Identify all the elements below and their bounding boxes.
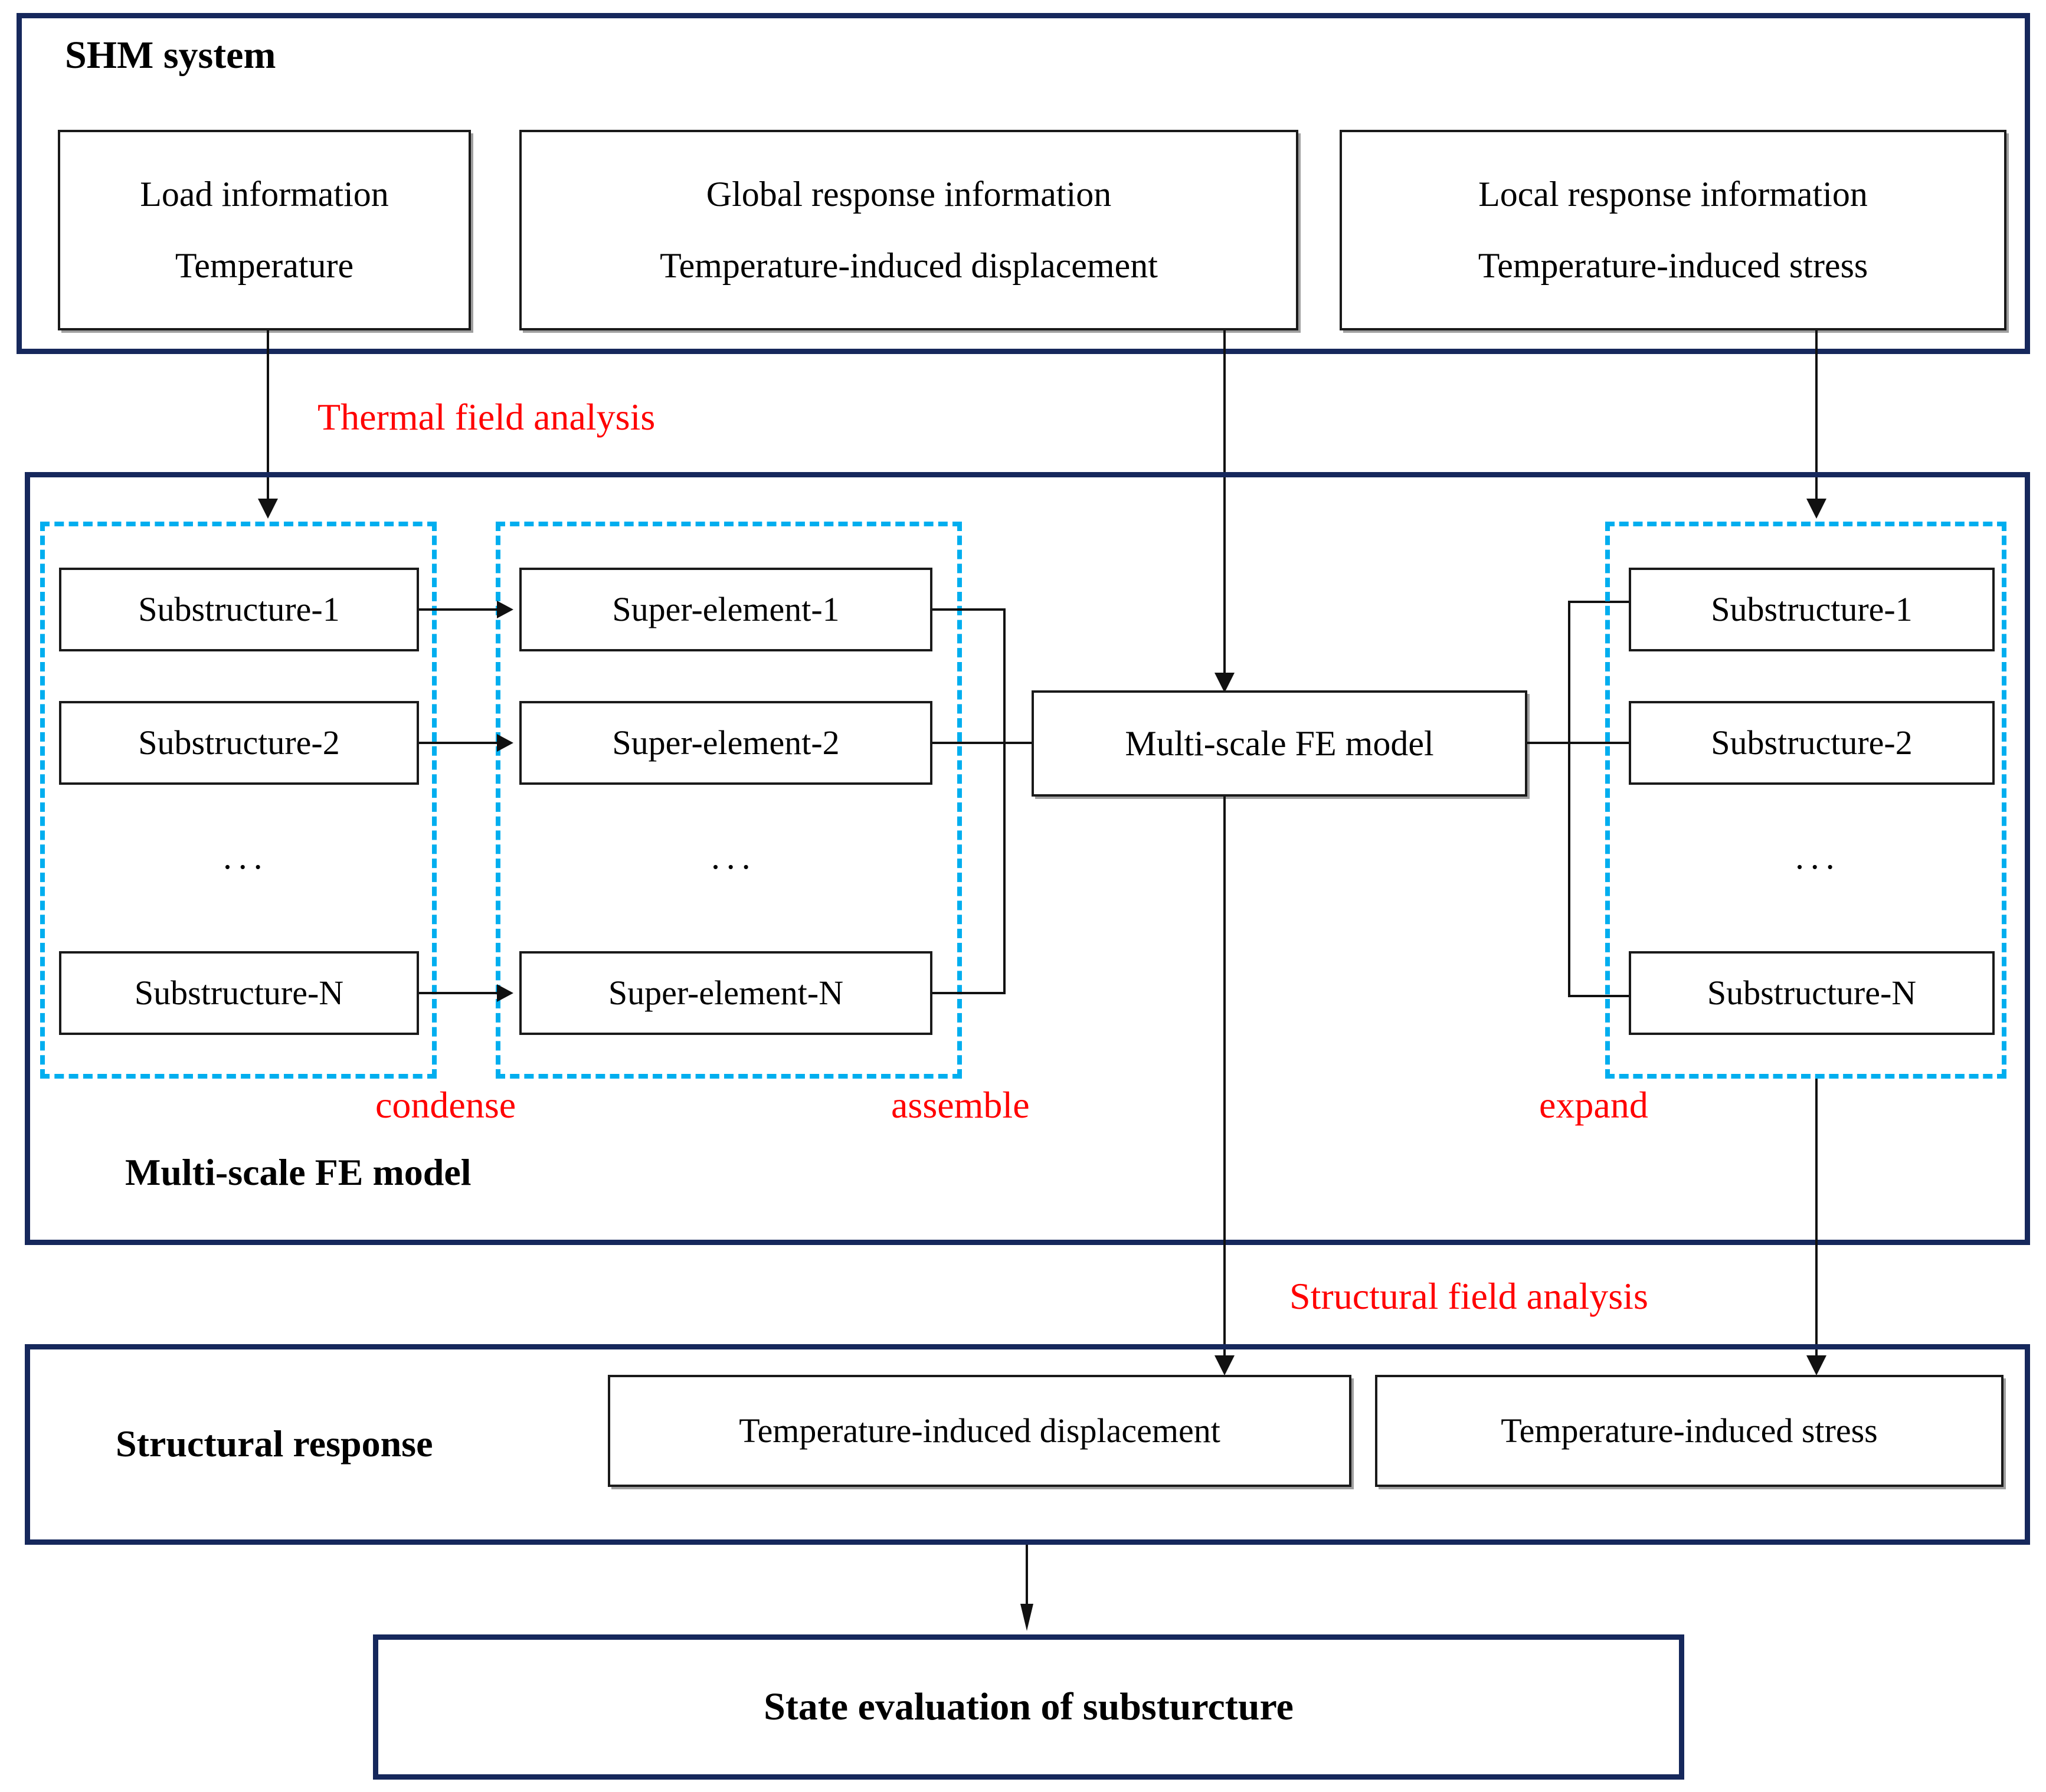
state-evaluation-box: State evaluation of substurcture [373, 1634, 1684, 1780]
arrow-hub-to-displacement-icon [1214, 1355, 1235, 1375]
connector-response-to-evaluation [1026, 1545, 1028, 1610]
multi-scale-fe-model-hub-box: Multi-scale FE model [1032, 690, 1527, 797]
bracket-assemble-spine [1003, 608, 1006, 994]
local-response-line2: Temperature-induced stress [1478, 246, 1868, 285]
substructure-left-1-label: Substructure-1 [138, 589, 340, 628]
connector-load-to-substructures [267, 330, 269, 507]
structural-response-frame [25, 1344, 2030, 1545]
expand-label: expand [1539, 1084, 1648, 1126]
shm-system-title: SHM system [65, 34, 276, 77]
arrow-global-to-hub-icon [1214, 673, 1235, 693]
substructure-left-n-label: Substructure-N [134, 973, 344, 1012]
state-evaluation-label: State evaluation of substurcture [764, 1685, 1294, 1728]
super-element-ellipsis: ... [711, 837, 757, 876]
substructure-right-n: Substructure-N [1629, 951, 1995, 1035]
super-element-n: Super-element-N [519, 951, 932, 1035]
global-response-information-box: Global response information Temperature-… [519, 130, 1298, 330]
substructure-group-left-dashed [40, 522, 437, 1079]
temperature-induced-displacement-label: Temperature-induced displacement [739, 1411, 1220, 1450]
connector-sub2-to-se2 [419, 742, 500, 744]
assemble-label: assemble [891, 1084, 1030, 1126]
substructure-left-ellipsis: ... [223, 837, 269, 876]
substructure-left-2: Substructure-2 [59, 701, 419, 785]
substructure-left-1: Substructure-1 [59, 568, 419, 651]
load-information-box: Load information Temperature [58, 130, 471, 330]
multi-scale-fe-model-section-title: Multi-scale FE model [125, 1151, 472, 1193]
substructure-left-2-label: Substructure-2 [138, 723, 340, 762]
super-element-group-dashed [496, 522, 962, 1079]
global-response-line1: Global response information [706, 175, 1112, 214]
local-response-information-box: Local response information Temperature-i… [1340, 130, 2006, 330]
connector-hub-to-displacement [1223, 797, 1226, 1369]
substructure-right-1: Substructure-1 [1629, 568, 1995, 651]
condense-label: condense [375, 1084, 516, 1126]
structural-field-analysis-label: Structural field analysis [1289, 1275, 1648, 1317]
temperature-induced-stress-box: Temperature-induced stress [1375, 1375, 2004, 1487]
connector-subn-to-sen [419, 992, 500, 994]
arrow-sub2-to-se2-icon [497, 734, 513, 752]
bracket-hub-to-expand [1527, 742, 1680, 744]
super-element-n-label: Super-element-N [608, 973, 844, 1012]
substructure-right-n-label: Substructure-N [1707, 973, 1917, 1012]
shm-system-frame [17, 13, 2030, 354]
connector-sub1-to-se1 [419, 608, 500, 611]
arrow-local-to-right-substructures-icon [1806, 499, 1826, 519]
substructure-right-ellipsis: ... [1795, 837, 1841, 876]
local-response-line1: Local response information [1478, 175, 1868, 214]
load-information-line2: Temperature [175, 246, 354, 285]
substructure-right-2: Substructure-2 [1629, 701, 1995, 785]
bracket-expand-top-stub [1568, 601, 1674, 603]
thermal-field-analysis-label: Thermal field analysis [317, 396, 656, 438]
bracket-expand-spine [1568, 601, 1570, 997]
connector-right-substructures-to-stress [1815, 1079, 1818, 1369]
substructure-right-2-label: Substructure-2 [1711, 723, 1913, 762]
global-response-line2: Temperature-induced displacement [660, 246, 1158, 285]
arrow-subn-to-sen-icon [497, 984, 513, 1002]
temperature-induced-displacement-box: Temperature-induced displacement [608, 1375, 1351, 1487]
super-element-2: Super-element-2 [519, 701, 932, 785]
bracket-se1-stub [932, 608, 1006, 611]
substructure-left-n: Substructure-N [59, 951, 419, 1035]
arrow-load-to-substructures-icon [258, 499, 278, 519]
substructure-right-1-label: Substructure-1 [1711, 589, 1913, 628]
structural-response-title: Structural response [116, 1423, 433, 1465]
bracket-se2-to-hub [932, 742, 1115, 744]
bracket-sen-stub [932, 992, 1006, 994]
connector-local-to-right-substructures [1815, 330, 1818, 507]
arrow-right-substructures-to-stress-icon [1806, 1355, 1826, 1375]
arrow-response-to-evaluation-icon [1020, 1604, 1033, 1631]
multi-scale-fe-model-hub-label: Multi-scale FE model [1125, 723, 1434, 763]
load-information-line1: Load information [140, 175, 389, 214]
multi-scale-fe-model-frame [25, 472, 2030, 1245]
arrow-sub1-to-se1-icon [497, 601, 513, 618]
substructure-group-right-dashed [1605, 522, 2006, 1079]
connector-global-to-hub [1223, 330, 1226, 684]
super-element-2-label: Super-element-2 [612, 723, 840, 762]
super-element-1-label: Super-element-1 [612, 589, 840, 628]
temperature-induced-stress-label: Temperature-induced stress [1501, 1411, 1878, 1450]
bracket-expand-bottom-stub [1568, 995, 1674, 997]
super-element-1: Super-element-1 [519, 568, 932, 651]
